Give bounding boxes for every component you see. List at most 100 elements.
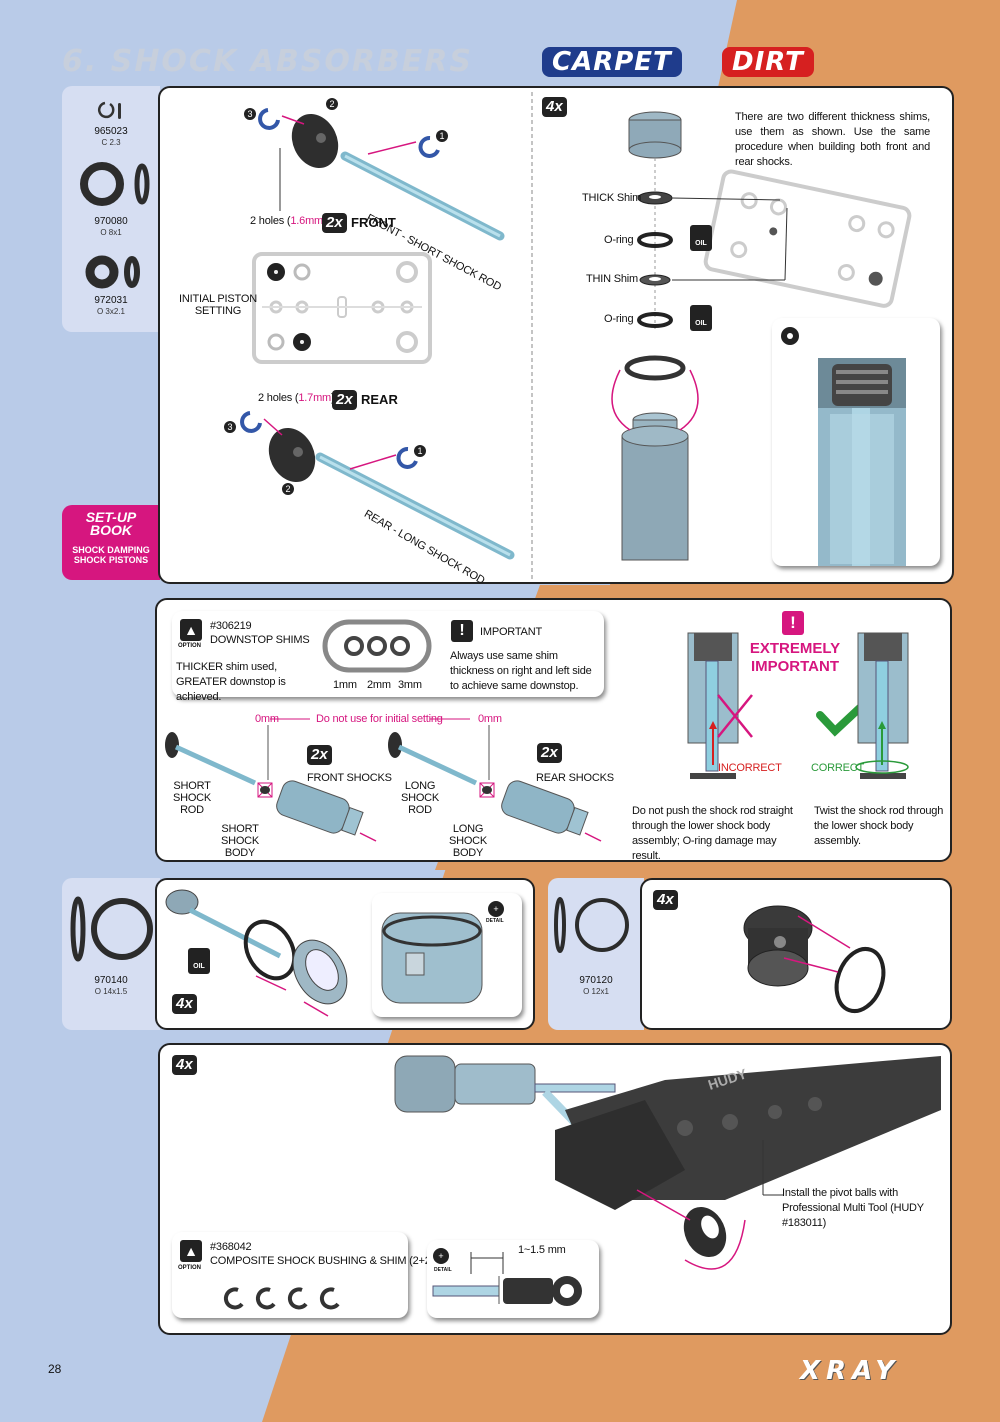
part-code: 972031 bbox=[94, 295, 128, 306]
shock-stack-diagram bbox=[611, 111, 912, 561]
piston-sprue-diagram bbox=[252, 252, 432, 364]
dirt-tag: DIRT bbox=[722, 47, 814, 77]
option-label: OPTION bbox=[178, 1265, 202, 1271]
oring-label: O-ring bbox=[604, 234, 634, 246]
incorrect-label: INCORRECT bbox=[718, 762, 782, 774]
bushing-shims-diagram bbox=[223, 1287, 340, 1310]
zero-left: 0mm bbox=[255, 713, 279, 725]
front-holes-label: 2 holes (1.6mm) bbox=[250, 215, 327, 227]
qty-badge: 4x bbox=[542, 97, 567, 117]
correct-incorrect-diagram bbox=[687, 632, 909, 779]
o-ring-medium-part-icon bbox=[554, 897, 629, 953]
part-code: 970080 bbox=[94, 216, 128, 227]
setup-book-title: SET-UP bbox=[85, 509, 137, 525]
qty-badge-step4: 4x bbox=[172, 994, 197, 1014]
downstop-assembly-diagram bbox=[165, 718, 602, 842]
part-code: 970140 bbox=[94, 975, 128, 986]
oil-icon: OIL bbox=[690, 225, 712, 251]
carpet-tag: CARPET bbox=[542, 47, 682, 77]
rear-holes-label: 2 holes (1.7mm) bbox=[258, 392, 335, 404]
part-desc: O 12x1 bbox=[583, 987, 609, 996]
not-initial-label: Do not use for initial setting bbox=[316, 713, 443, 725]
page-number: 28 bbox=[48, 1362, 62, 1376]
gap-detail-diagram: + bbox=[432, 1248, 582, 1306]
part-code: 965023 bbox=[94, 126, 128, 137]
shim-3mm: 3mm bbox=[398, 679, 422, 691]
option-text: THICKER shim used, GREATER downstop is a… bbox=[176, 661, 286, 703]
part-desc: O 8x1 bbox=[100, 228, 122, 237]
shock-detail-diagram bbox=[781, 327, 906, 566]
part-code: 970120 bbox=[579, 975, 613, 986]
collar-detail-diagram: + bbox=[381, 901, 504, 1004]
important-text: Always use same shim thickness on right … bbox=[450, 650, 592, 692]
front-piston-assembly-diagram: 2 3 1 bbox=[244, 98, 505, 241]
e-clip-part-icon bbox=[98, 101, 121, 119]
detail-label: DETAIL bbox=[434, 1267, 452, 1273]
part-desc: O 14x1.5 bbox=[94, 987, 128, 996]
downstop-shims-diagram bbox=[322, 619, 432, 673]
option-thumb-icon: ▲ bbox=[180, 619, 202, 641]
o-ring-large-part-icon bbox=[70, 896, 153, 962]
parts-sidebox bbox=[62, 86, 160, 332]
incorrect-text: Do not push the shock rod straight throu… bbox=[632, 805, 793, 862]
pivot-ball-instruction: Install the pivot balls with Professiona… bbox=[782, 1187, 924, 1229]
important-title: IMPORTANT bbox=[480, 626, 542, 638]
option-name: COMPOSITE SHOCK BUSHING & SHIM (2+2) bbox=[210, 1255, 435, 1267]
num-2: 2 bbox=[329, 99, 334, 109]
detail-label: DETAIL bbox=[486, 918, 504, 924]
oil-icon-2: OIL bbox=[690, 305, 712, 331]
svg-text:+: + bbox=[438, 1251, 443, 1261]
o-ring-part-icon bbox=[80, 162, 150, 206]
part-desc: O 3x2.1 bbox=[96, 307, 125, 316]
num-2: 2 bbox=[285, 484, 290, 494]
setup-book-line-2: SHOCK PISTONS bbox=[73, 555, 149, 565]
option-thumb-icon: ▲ bbox=[180, 1240, 202, 1262]
rear-label: REAR bbox=[361, 392, 398, 407]
important-icon: ! bbox=[451, 620, 473, 642]
option-label: OPTION bbox=[178, 643, 202, 649]
shim-note: There are two different thickness shims,… bbox=[735, 111, 930, 168]
rear-piston-assembly-diagram: 3 1 2 bbox=[224, 411, 515, 560]
front-label: FRONT bbox=[351, 215, 396, 230]
setup-book-title-2: BOOK bbox=[90, 522, 132, 538]
front-shocks-label: FRONT SHOCKS bbox=[307, 772, 392, 784]
qty-rear-badge: 2x bbox=[332, 390, 357, 410]
option-code: #306219 bbox=[210, 620, 252, 632]
svg-text:+: + bbox=[493, 904, 498, 914]
panel-divider bbox=[531, 92, 533, 582]
thick-shim-label: THICK Shim bbox=[582, 192, 642, 204]
qty-rear-shocks: 2x bbox=[537, 743, 562, 763]
setup-book-box[interactable]: SET-UP BOOK SHOCK DAMPING SHOCK PISTONS bbox=[62, 505, 160, 580]
shim-2mm: 2mm bbox=[367, 679, 391, 691]
qty-front-badge: 2x bbox=[322, 213, 347, 233]
cap-oring-diagram bbox=[743, 905, 886, 1013]
option-downstop-callout bbox=[172, 611, 604, 697]
setup-book-line: SHOCK DAMPING bbox=[72, 545, 150, 555]
pivot-ball-tool-diagram: HUDY bbox=[394, 1055, 941, 1270]
thin-shim-label: THIN Shim bbox=[586, 273, 638, 285]
num-1: 1 bbox=[439, 131, 444, 141]
rear-shocks-label: REAR SHOCKS bbox=[536, 772, 614, 784]
brand-logo: XRAY bbox=[800, 1356, 901, 1386]
oring-label-2: O-ring bbox=[604, 313, 634, 325]
correct-label: CORRECT bbox=[811, 762, 864, 774]
gap-value: 1~1.5 mm bbox=[518, 1244, 566, 1256]
qty-badge-step5: 4x bbox=[653, 890, 678, 910]
num-3: 3 bbox=[247, 109, 252, 119]
qty-front-shocks: 2x bbox=[307, 745, 332, 765]
section-title: 6. SHOCK ABSORBERS bbox=[62, 44, 473, 79]
qty-badge-step6: 4x bbox=[172, 1055, 197, 1075]
part-desc: C 2.3 bbox=[101, 138, 121, 147]
option-code: #368042 bbox=[210, 1241, 252, 1253]
shim-1mm: 1mm bbox=[333, 679, 357, 691]
num-3: 3 bbox=[227, 422, 232, 432]
extremely-important-icon: ! bbox=[782, 611, 804, 635]
num-1: 1 bbox=[417, 446, 422, 456]
correct-text: Twist the shock rod through the lower sh… bbox=[814, 805, 944, 847]
